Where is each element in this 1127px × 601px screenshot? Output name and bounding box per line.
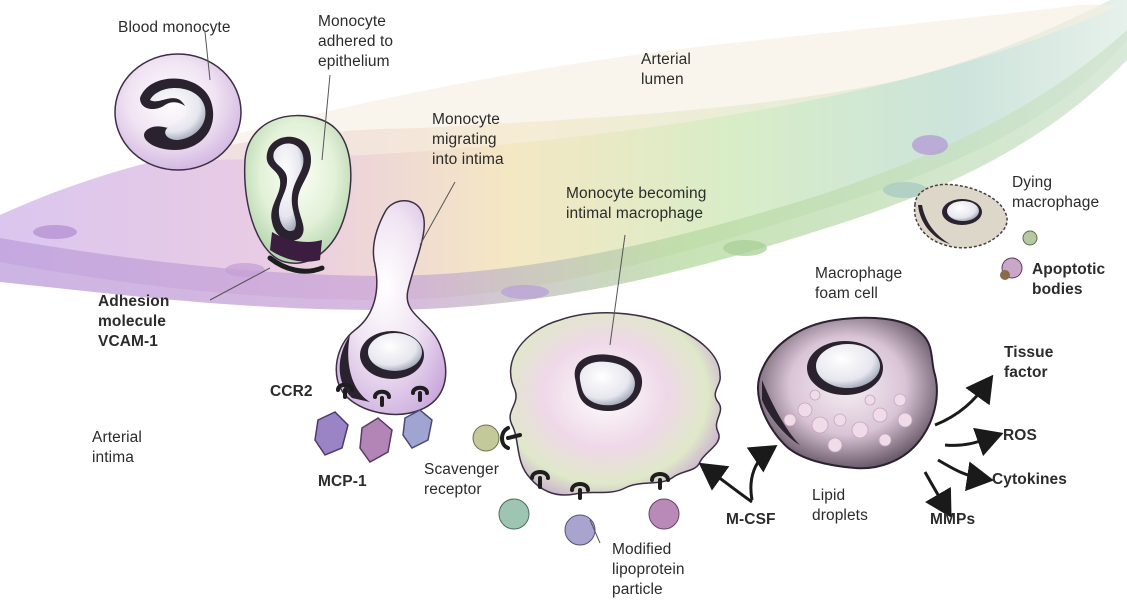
label-monocyte-migrating: Monocyte migrating into intima — [432, 110, 504, 170]
label-arterial-lumen: Arterial lumen — [641, 50, 691, 90]
label-mmps: MMPs — [930, 510, 975, 530]
label-monocyte-adhered: Monocyte adhered to epithelium — [318, 12, 393, 72]
blood-monocyte-cell — [115, 54, 241, 170]
label-apoptotic-bodies: Apoptotic bodies — [1032, 260, 1105, 300]
label-scavenger-receptor: Scavenger receptor — [424, 460, 499, 500]
foam-cell — [758, 318, 937, 469]
label-tissue-factor: Tissue factor — [1004, 343, 1053, 383]
label-macrophage-foam-cell: Macrophage foam cell — [815, 264, 902, 304]
label-monocyte-becoming: Monocyte becoming intimal macrophage — [566, 184, 706, 224]
label-m-csf: M-CSF — [726, 510, 776, 530]
intimal-macrophage-cell — [510, 313, 720, 495]
label-arterial-intima: Arterial intima — [92, 428, 142, 468]
label-ccr2: CCR2 — [270, 382, 313, 402]
label-cytokines: Cytokines — [992, 470, 1067, 490]
label-blood-monocyte: Blood monocyte — [118, 18, 231, 38]
label-modified-lipoprotein: Modified lipoprotein particle — [612, 540, 685, 600]
label-lipid-droplets: Lipid droplets — [812, 486, 868, 526]
label-ros: ROS — [1003, 426, 1037, 446]
label-dying-macrophage: Dying macrophage — [1012, 173, 1099, 213]
label-mcp1: MCP-1 — [318, 472, 367, 492]
mcp1-particles — [315, 410, 432, 462]
dying-macrophage-cell — [915, 184, 1008, 247]
label-adhesion-molecule: Adhesion molecule VCAM-1 — [98, 292, 169, 352]
